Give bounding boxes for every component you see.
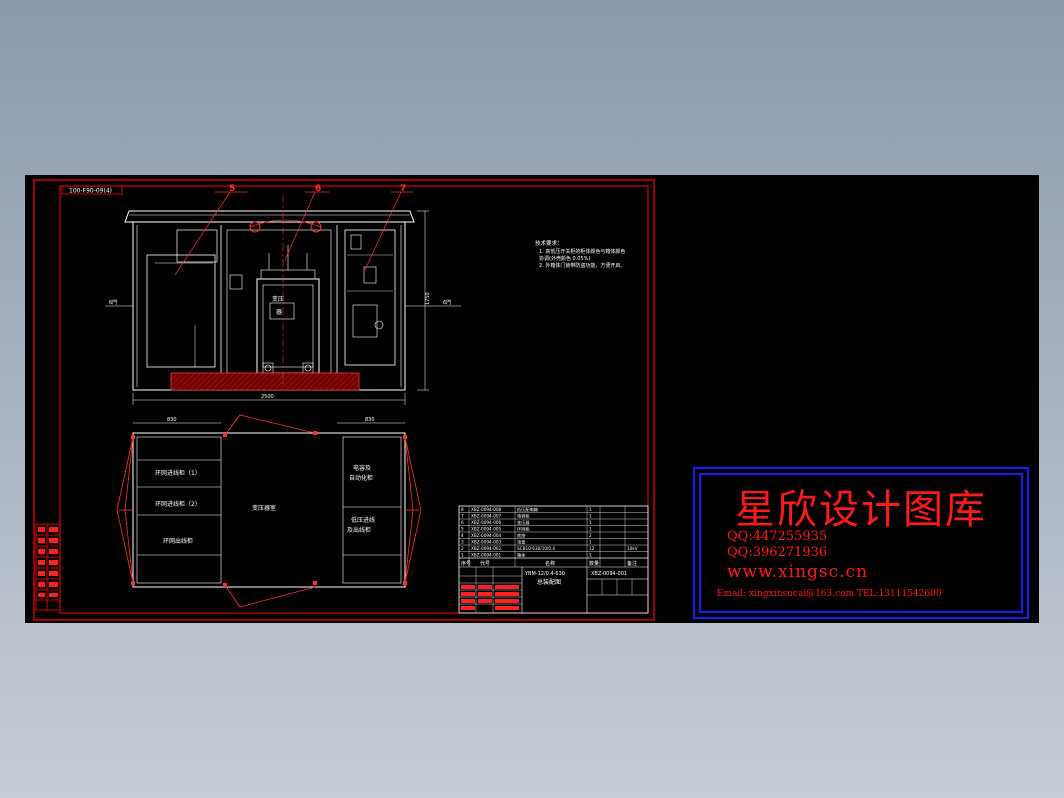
parts-cell: 2	[461, 546, 464, 551]
low-voltage-panel	[344, 229, 396, 366]
transformer-label-top: 变压	[272, 295, 284, 303]
section-mark-left: 6門	[109, 300, 117, 306]
drawing-code: 100-F90-09(4)	[69, 188, 112, 195]
dim-plan-left: 830	[167, 417, 177, 423]
room-hv-incoming-1: 环网进线柜（1）	[155, 469, 201, 477]
parts-cell: 顶盖	[517, 539, 525, 546]
parts-cell: 1	[589, 553, 592, 558]
dim-width-label: 2500	[261, 394, 274, 400]
transformer-label-bottom: 器	[276, 309, 282, 316]
stamp-website: www.xingsc.cn	[727, 562, 869, 582]
room-lv-panel: 低压进线及出线柜	[347, 516, 375, 534]
dim-plan-right: 830	[365, 417, 375, 423]
notes-title: 技术要求：	[535, 239, 563, 247]
col-header-note: 备注	[627, 560, 637, 567]
parts-cell: XBZ-0094-001	[471, 553, 502, 558]
cad-viewport[interactable]: 100-F90-09(4)	[25, 175, 1039, 623]
stamp-title: 星欣设计图库	[735, 487, 987, 533]
col-header-name: 名称	[545, 560, 555, 567]
drawing-title-name: 总装配图	[537, 578, 561, 586]
balloon-7: 7	[400, 184, 406, 194]
parts-cell: XBZ-0094-006	[471, 520, 502, 525]
parts-cell: XBZ-0094-007	[471, 514, 502, 519]
sheet-inner-frame	[59, 185, 649, 614]
ring-main-unit	[146, 254, 216, 368]
parts-cell: 箱体	[517, 552, 526, 559]
parts-cell: 7	[461, 514, 464, 519]
door-swings	[116, 414, 422, 608]
parts-cell: 1	[589, 527, 592, 532]
parts-cell: 1	[589, 520, 592, 525]
parts-cell: 1	[461, 553, 464, 558]
drawing-code-box	[61, 185, 123, 195]
parts-cell: 1	[589, 514, 592, 519]
parts-cell: 环网柜	[517, 526, 530, 533]
col-header-no: 序号	[461, 560, 471, 567]
transformer-body	[256, 278, 320, 374]
left-table-marks	[38, 527, 58, 597]
parts-cell: XBZ-0094-002	[471, 546, 502, 551]
notes-line-2: 协调(外壳颜色 0.05%)	[539, 255, 590, 262]
parts-cell: 8	[461, 507, 464, 512]
door-hinges	[131, 431, 407, 587]
stamp-contact: Email: xingxinsucai@163.com TEL:13111542…	[717, 589, 942, 599]
parts-cell: 12	[589, 546, 595, 551]
dim-height-label: 1750	[425, 292, 431, 305]
parts-cell: 1	[589, 540, 592, 545]
parts-cell: XBZ-0094-008	[471, 507, 502, 512]
notes-line-1: 1. 高低压开关柜的柜体颜色与箱体颜色	[539, 248, 625, 255]
room-capacitor: 电容及自动化柜	[349, 464, 373, 482]
stamp-qq-2: QQ:396271936	[727, 545, 828, 560]
notes-line-3: 2. 外箱体门锁带防盗功能，方便开启。	[539, 262, 625, 269]
parts-cell: 3	[461, 540, 464, 545]
col-header-code: 代号	[480, 560, 490, 567]
elevation-view: 变压 器	[105, 184, 461, 405]
parts-cell: 4	[461, 533, 464, 538]
plan-view: 环网进线柜（1） 环网进线柜（2） 环网出线柜 变压器室 电容及自动化柜 低压进…	[116, 414, 422, 608]
parts-cell: XBZ-0094-005	[471, 527, 502, 532]
balloon-5: 5	[229, 184, 235, 194]
sheet-outer-frame	[33, 179, 655, 621]
parts-cell: 6	[461, 520, 464, 525]
room-hv-incoming-2: 环网进线柜（2）	[155, 500, 201, 508]
col-header-qty: 数量	[589, 560, 599, 567]
stamp-qq-1: QQ:447255935	[727, 529, 828, 544]
title-block-grid	[459, 567, 633, 613]
technical-notes: 技术要求： 1. 高低压开关柜的柜体颜色与箱体颜色 协调(外壳颜色 0.05%)…	[535, 239, 625, 269]
title-block-red-fields	[461, 585, 519, 610]
parts-cell: SCB10-630/10/0.4	[517, 546, 555, 551]
parts-cell: XBZ-0094-004	[471, 533, 502, 538]
parts-cell: 底座	[517, 532, 525, 539]
watermark-stamp: 星欣设计图库 QQ:447255935 QQ:396271936 www.xin…	[693, 467, 1029, 619]
parts-cell: XBZ-0094-003	[471, 540, 502, 545]
cad-drawing: 100-F90-09(4)	[33, 179, 655, 621]
parts-cell: 10kV	[627, 546, 638, 551]
section-mark-right: 6門	[443, 300, 451, 306]
room-hv-outgoing: 环网出线柜	[163, 537, 193, 545]
roof	[124, 210, 415, 223]
left-revision-table	[35, 523, 61, 611]
balloon-6: 6	[315, 184, 321, 194]
parts-cell: 5	[461, 527, 464, 532]
parts-cell: 低压配电箱	[517, 506, 538, 513]
room-transformer: 变压器室	[252, 504, 276, 512]
parts-cell: 电容柜	[517, 513, 530, 520]
parts-cell: 1	[589, 507, 592, 512]
drawing-title-model: YBM-12/0.4-630	[524, 571, 565, 577]
parts-cell: 变压器	[517, 519, 530, 526]
parts-cell: 2	[589, 533, 592, 538]
drawing-number: XBZ-0094-001	[591, 571, 627, 577]
